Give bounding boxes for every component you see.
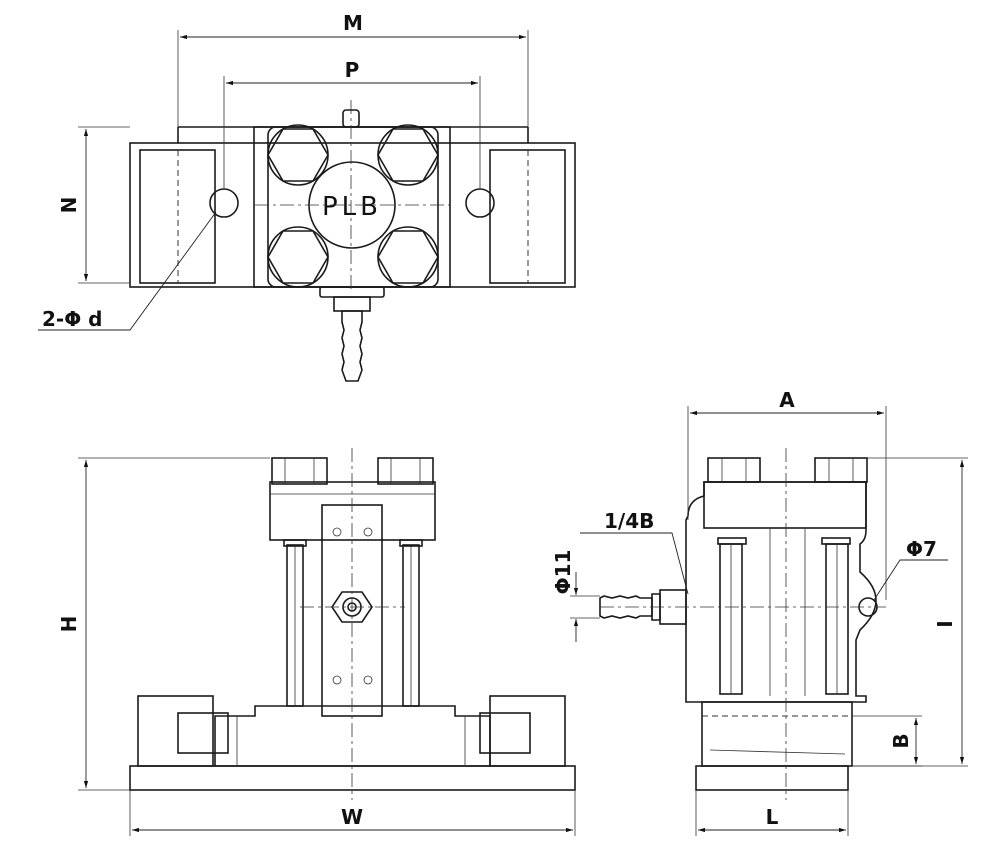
bolt-head-icon xyxy=(377,226,439,288)
bolt-head-icon xyxy=(377,124,439,186)
bolt-head-icon xyxy=(267,124,329,186)
front-view: H W xyxy=(57,448,576,836)
dim-label-h: H xyxy=(57,616,81,633)
dim-label-hole: Φ7 xyxy=(906,537,937,561)
bolt-head-icon xyxy=(267,226,329,288)
plb-badge-text: PLB xyxy=(322,192,382,222)
side-view: A I B L 1/4B Φ11 Φ7 xyxy=(551,388,968,836)
mounting-hole-left xyxy=(209,188,239,218)
dim-label-port: 1/4B xyxy=(604,509,654,533)
dim-label-i: I xyxy=(933,620,957,627)
dim-label-w: W xyxy=(341,805,363,829)
dim-label-m: M xyxy=(343,11,363,35)
dim-label-l: L xyxy=(766,805,779,829)
dim-label-holes: 2-Φ d xyxy=(42,307,103,331)
dim-label-a: A xyxy=(779,388,795,412)
top-view: PLB M P N 2-Φ d xyxy=(38,11,576,382)
dim-label-n: N xyxy=(57,197,81,214)
dim-label-p: P xyxy=(345,58,360,82)
dim-label-hose: Φ11 xyxy=(551,550,575,595)
dim-label-b: B xyxy=(889,733,913,748)
